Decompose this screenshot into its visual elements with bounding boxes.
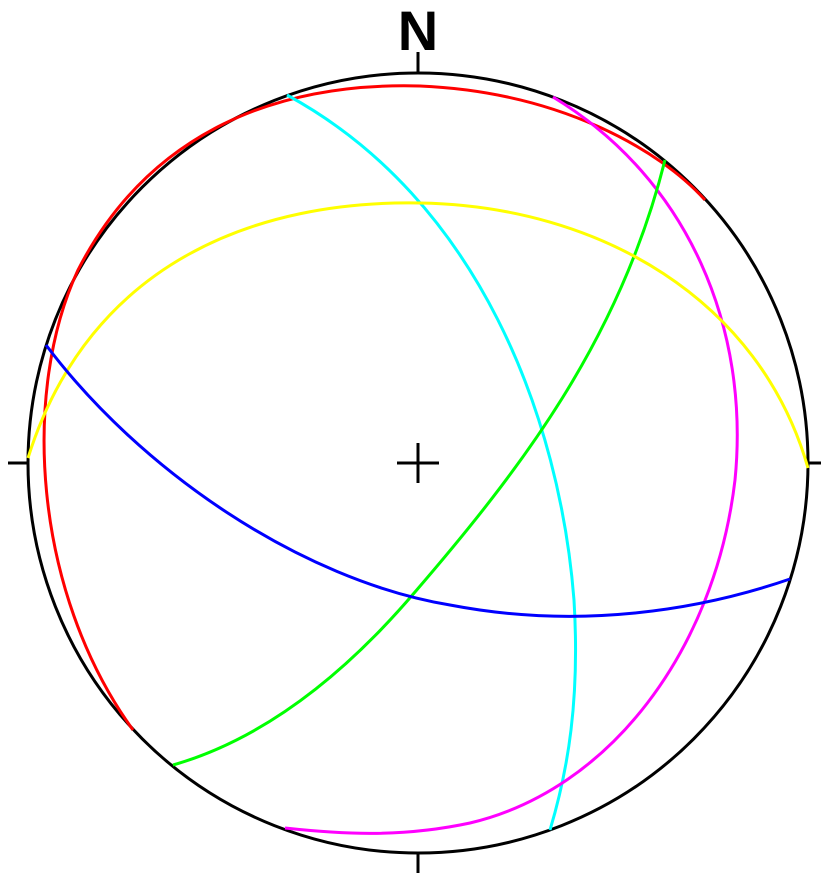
great-circle-red bbox=[42, 84, 707, 731]
north-label: N bbox=[398, 0, 438, 62]
great-circle-green bbox=[172, 159, 667, 767]
great-circle-yellow bbox=[26, 201, 810, 469]
great-circle-magenta bbox=[284, 95, 739, 835]
great-circle-blue bbox=[44, 344, 791, 618]
great-circle-cyan bbox=[286, 93, 578, 831]
